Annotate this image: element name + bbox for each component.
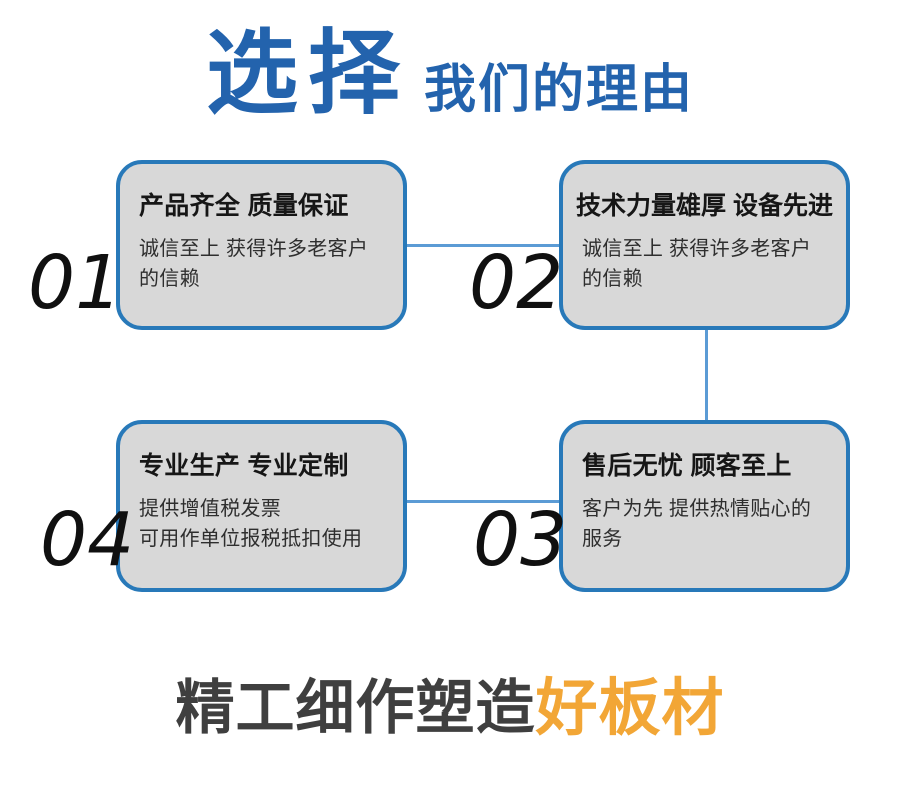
step-number-04: 04 [40, 497, 135, 583]
feature-card-03: 售后无忧 顾客至上 客户为先 提供热情贴心的 服务 [559, 420, 850, 592]
page-title-main: 选择 [205, 23, 410, 125]
page-title: 选择 我们的理由 [0, 28, 900, 120]
feature-card-desc: 诚信至上 获得许多老客户 的信赖 [582, 238, 812, 290]
feature-card-desc: 客户为先 提供热情贴心的 服务 [582, 498, 812, 550]
footer-slogan-accent: 好板材 [535, 674, 725, 743]
feature-card-title: 技术力量雄厚 设备先进 [576, 192, 833, 220]
step-number-01: 01 [28, 240, 123, 326]
footer-slogan: 精工细作塑造 好板材 [0, 676, 900, 741]
connector-line-top [404, 244, 562, 247]
feature-card-desc: 提供增值税发票 可用作单位报税抵扣使用 [139, 498, 363, 550]
connector-line-vertical [705, 328, 708, 422]
footer-slogan-main: 精工细作塑造 [175, 675, 536, 742]
feature-card-01: 产品齐全 质量保证 诚信至上 获得许多老客户 的信赖 [116, 160, 407, 330]
feature-card-02: 技术力量雄厚 设备先进 诚信至上 获得许多老客户 的信赖 [559, 160, 850, 330]
connector-line-bottom [404, 500, 562, 503]
step-number-03: 03 [473, 497, 568, 583]
feature-card-04: 专业生产 专业定制 提供增值税发票 可用作单位报税抵扣使用 [116, 420, 407, 592]
feature-card-title: 产品齐全 质量保证 [139, 192, 349, 220]
page-title-sub: 我们的理由 [424, 60, 695, 119]
step-number-02: 02 [469, 240, 564, 326]
feature-card-title: 售后无忧 顾客至上 [582, 452, 792, 480]
feature-card-title: 专业生产 专业定制 [139, 452, 349, 480]
feature-card-desc: 诚信至上 获得许多老客户 的信赖 [139, 238, 369, 290]
